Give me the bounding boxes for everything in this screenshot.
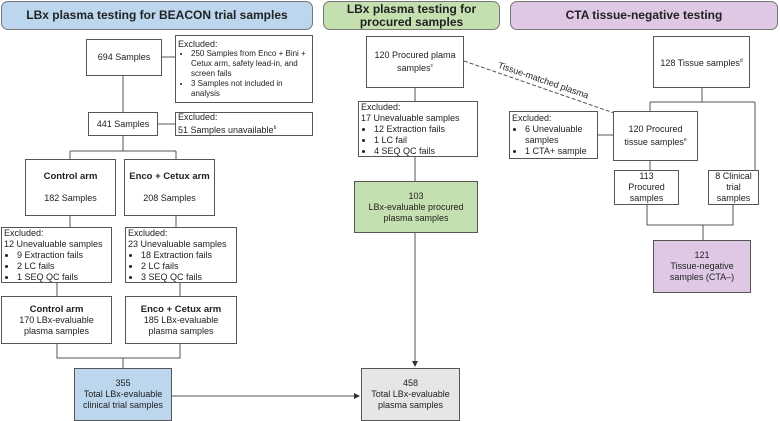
excluded-main: 17 Unevaluable samples	[361, 112, 460, 123]
excluded-text: 51 Samples unavailable	[178, 125, 274, 135]
beacon-excluded-1: Excluded: 250 Samples from Enco + Bini +…	[175, 35, 313, 103]
arm-title: Enco + Cetux arm	[129, 171, 210, 182]
procured-excluded-box: Excluded: 17 Unevaluable samples 12 Extr…	[358, 101, 478, 157]
footnote-marker: b	[273, 125, 277, 131]
arm-count: 182 Samples	[44, 193, 97, 203]
final-text: 170 LBx-evaluable plasma samples	[19, 314, 94, 336]
clinical-samples-box: 8 Clinical trial samples	[708, 170, 759, 205]
total-text: Total LBx-evaluable plasma samples	[371, 389, 450, 410]
enco-arm-box: Enco + Cetux arm 208 Samples	[124, 159, 215, 216]
excluded-item: 1 CTA+ sample	[525, 146, 597, 157]
beacon-after-box: 441 Samples	[88, 112, 158, 136]
excluded-item: 3 SEQ QC fails	[141, 272, 212, 283]
eval-number: 103	[408, 190, 424, 201]
total-number: 355	[115, 378, 131, 388]
arm-title: Enco + Cetux arm	[140, 303, 222, 315]
excluded-item: 2 LC fails	[141, 261, 212, 272]
excluded-item: 1 LC fail	[374, 135, 445, 146]
beacon-start-box: 694 Samples	[86, 39, 162, 76]
procured-tissue-text: 120 Procured tissue samples	[624, 124, 684, 147]
final-text: 185 LBx-evaluable plasma samples	[143, 314, 219, 336]
arm-count: 208 Samples	[143, 193, 196, 203]
footnote-marker: d	[739, 57, 743, 64]
excluded-item: 12 Extraction fails	[374, 124, 445, 135]
excluded-title: Excluded:	[512, 113, 552, 123]
enco-excluded-box: Excluded: 23 Unevaluable samples 18 Extr…	[125, 227, 237, 283]
excluded-item: 1 SEQ QC fails	[17, 272, 83, 283]
excluded-item: 4 SEQ QC fails	[374, 146, 445, 157]
excluded-item: 9 Extraction fails	[17, 250, 83, 261]
excluded-main: 23 Unevaluable samples	[128, 238, 227, 249]
excluded-item: 18 Extraction fails	[141, 250, 212, 261]
final-number: 121	[694, 250, 710, 260]
header-procured: LBx plasma testing for procured samples	[323, 1, 500, 30]
excluded-item: 250 Samples from Enco + Bini + Cetux arm…	[191, 49, 312, 79]
footnote-marker: c	[430, 63, 434, 69]
beacon-excluded-2: Excluded: 51 Samples unavailableb	[175, 112, 313, 136]
final-text: Tissue-negative samples (CTA–)	[669, 261, 735, 282]
total-text: Total LBx-evaluable clinical trial sampl…	[82, 389, 164, 410]
control-arm-box: Control arm 182 Samples	[25, 159, 116, 216]
arm-title: Control arm	[29, 303, 84, 315]
excluded-item: 6 Unevaluable samples	[525, 124, 597, 146]
excluded-item: 3 Samples not included in analysis	[191, 79, 312, 99]
start-text: 128 Tissue samples	[660, 57, 740, 68]
tissue-start-box: 128 Tissue samplesd	[653, 36, 750, 88]
footnote-marker: e	[683, 137, 687, 143]
procured-samples-box: 113 Procured samples	[614, 170, 679, 205]
arm-title: Control arm	[43, 171, 98, 182]
excluded-title: Excluded:	[128, 227, 168, 238]
procured-tissue-box: 120 Procured tissue samplese	[613, 111, 698, 161]
procured-start-box: 120 Procured plama samplesc	[366, 36, 464, 88]
eval-text: LBx-evaluable procured plasma samples	[368, 201, 464, 223]
excluded-main: 12 Unevaluable samples	[4, 238, 103, 249]
header-cta: CTA tissue-negative testing	[510, 1, 778, 30]
control-excluded-box: Excluded: 12 Unevaluable samples 9 Extra…	[1, 227, 112, 283]
excluded-title: Excluded:	[178, 39, 218, 49]
total-number: 458	[402, 378, 419, 388]
excluded-item: 2 LC fails	[17, 261, 83, 272]
excluded-title: Excluded:	[178, 112, 218, 122]
start-text: 120 Procured plama samples	[374, 50, 456, 73]
header-beacon: LBx plasma testing for BEACON trial samp…	[1, 1, 313, 30]
excluded-title: Excluded:	[4, 227, 44, 238]
excluded-title: Excluded:	[361, 101, 401, 112]
